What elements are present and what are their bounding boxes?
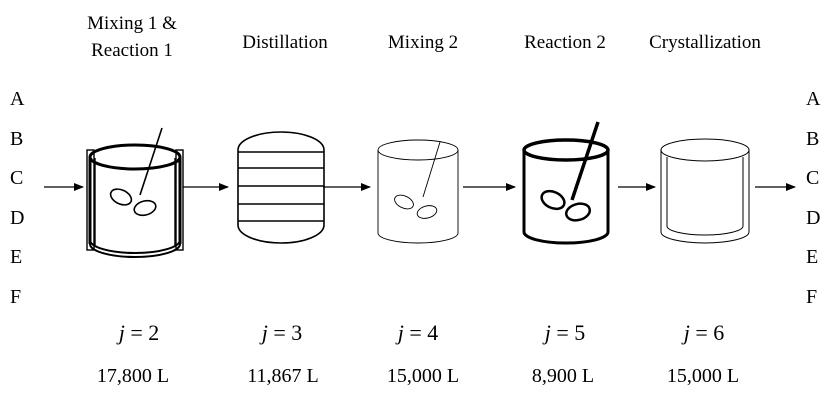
j-value: = 2 <box>130 320 160 345</box>
stage-title-line1: Distillation <box>242 32 328 53</box>
stage-title-mixing1-reaction1: Mixing 1 & Reaction 1 <box>57 10 207 64</box>
component-label: F <box>10 285 22 308</box>
j-variable: j <box>683 320 690 345</box>
stage-title-line1: Mixing 1 & <box>87 13 177 34</box>
component-label: B <box>806 127 820 150</box>
component-label: F <box>806 285 818 308</box>
vessel-volume-label: 15,000 L <box>666 365 740 387</box>
j-value: = 5 <box>556 320 586 345</box>
stage-title-line2: Reaction 1 <box>91 40 173 61</box>
stage-title-mixing2: Mixing 2 <box>348 29 498 56</box>
stage-index-label: j = 6 <box>649 320 759 346</box>
j-value: = 4 <box>409 320 439 345</box>
component-label: E <box>10 246 23 268</box>
stage-title-reaction2: Reaction 2 <box>490 29 640 56</box>
vessel-volume-label: 8,900 L <box>531 365 595 387</box>
component-label: D <box>10 206 25 229</box>
stage-title-distillation: Distillation <box>210 29 360 56</box>
stage-index-label: j = 3 <box>227 320 337 346</box>
j-variable: j <box>118 320 125 345</box>
stage-title-line1: Crystallization <box>649 32 761 53</box>
component-label: C <box>806 167 820 189</box>
component-label: A <box>806 88 821 110</box>
vessel-volume-label: 11,867 L <box>247 365 319 387</box>
vessel-volume-label: 15,000 L <box>386 365 460 387</box>
j-variable: j <box>397 320 404 345</box>
reactor-vessel-icon <box>522 121 610 245</box>
component-label: B <box>10 127 24 150</box>
component-label: A <box>10 88 25 110</box>
input-component-list: A B C D E F <box>10 80 34 317</box>
stage-index-label: j = 5 <box>510 320 620 346</box>
j-value: = 3 <box>273 320 303 345</box>
component-label: E <box>806 246 819 268</box>
j-variable: j <box>261 320 268 345</box>
mixer-vessel-icon <box>377 139 459 244</box>
stage-title-line1: Reaction 2 <box>524 32 606 53</box>
stage-title-line1: Mixing 2 <box>387 32 459 53</box>
jacketed-reactor-icon <box>86 127 184 258</box>
j-value: = 6 <box>695 320 725 345</box>
component-label: D <box>806 206 821 229</box>
stage-title-crystallization: Crystallization <box>630 29 780 56</box>
distillation-column-icon <box>237 131 325 244</box>
j-variable: j <box>544 320 551 345</box>
vessel-volume-label: 17,800 L <box>96 365 170 387</box>
stage-index-label: j = 2 <box>84 320 194 346</box>
output-component-list: A B C D E F <box>806 80 830 317</box>
stage-index-label: j = 4 <box>363 320 473 346</box>
component-label: C <box>10 167 24 189</box>
crystallizer-vessel-icon <box>660 138 750 244</box>
